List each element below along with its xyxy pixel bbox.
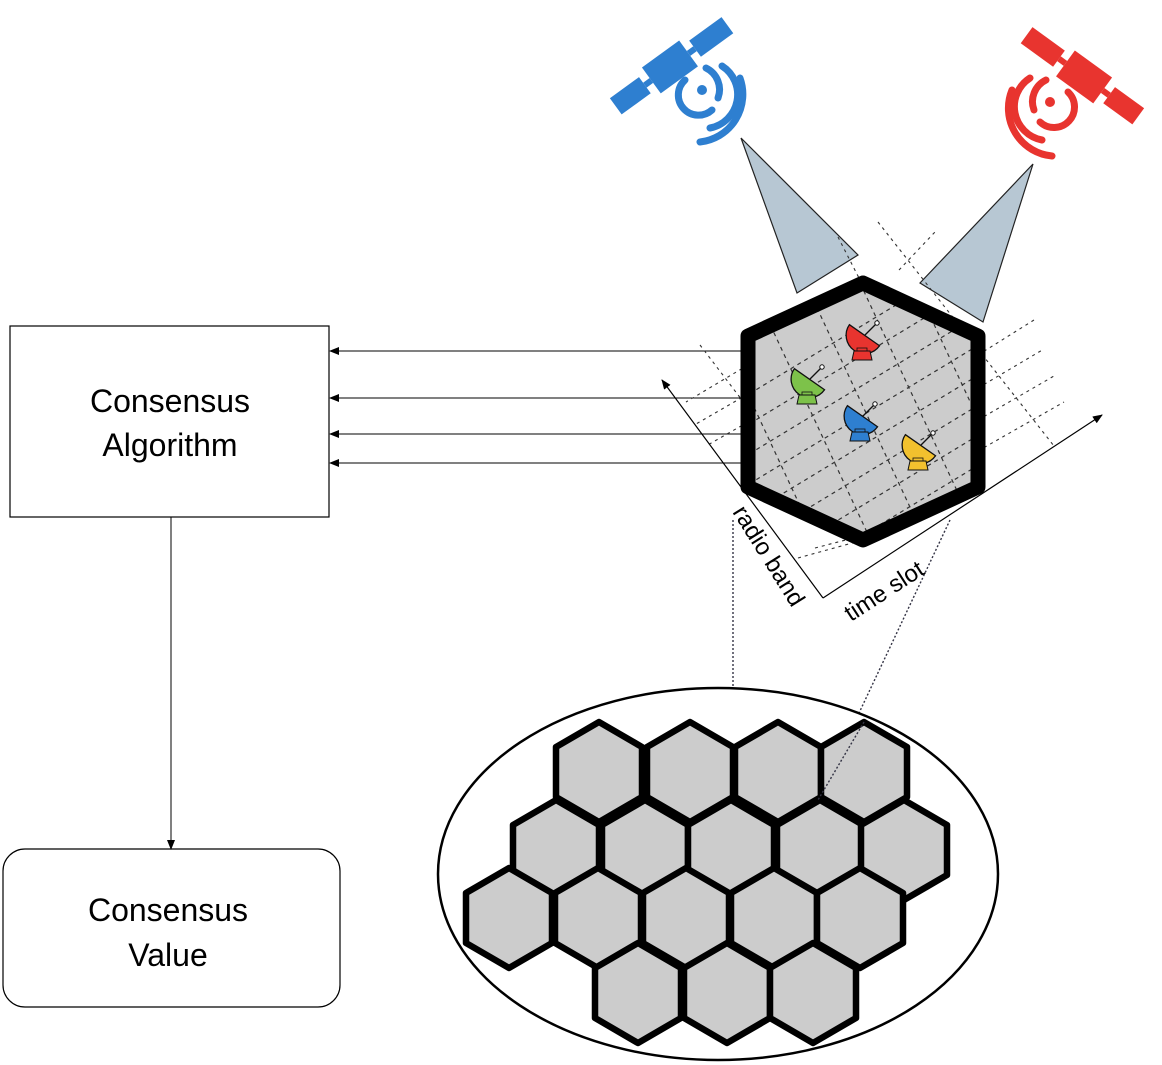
red-satellite-beam	[919, 163, 1034, 323]
consensus-value-label-line2: Value	[128, 937, 207, 973]
red-dish-icon	[845, 320, 881, 361]
red-satellite-icon	[1004, 27, 1145, 160]
hex-cell	[766, 939, 860, 1047]
blue-satellite-icon	[609, 17, 747, 146]
time-slot-label: time slot	[840, 556, 930, 627]
consensus-algorithm-label-line2: Algorithm	[102, 427, 237, 463]
radio-band-axis	[661, 379, 824, 599]
green-dish-icon	[790, 364, 826, 405]
hex-cell	[680, 939, 774, 1047]
blue-dish-icon	[843, 401, 879, 442]
consensus-value-box: Consensus Value	[2, 848, 341, 1008]
zoom-projection-right-overlay	[817, 721, 865, 801]
consensus-algorithm-label-line1: Consensus	[90, 383, 250, 419]
hex-cell	[591, 939, 685, 1047]
zoomed-cell-hexagon-border	[740, 275, 986, 548]
hex-cell	[813, 864, 907, 972]
blue-satellite-beam	[740, 137, 859, 294]
consensus-algorithm-box: Consensus Algorithm	[9, 325, 330, 518]
zoomed-cell-hexagon-fill	[748, 283, 978, 540]
yellow-dish-icon	[901, 430, 937, 471]
hexagon-cell-grid	[462, 718, 951, 1047]
hex-cell	[462, 864, 556, 972]
time-slot-axis	[822, 414, 1103, 599]
consensus-value-label-line1: Consensus	[88, 892, 248, 928]
